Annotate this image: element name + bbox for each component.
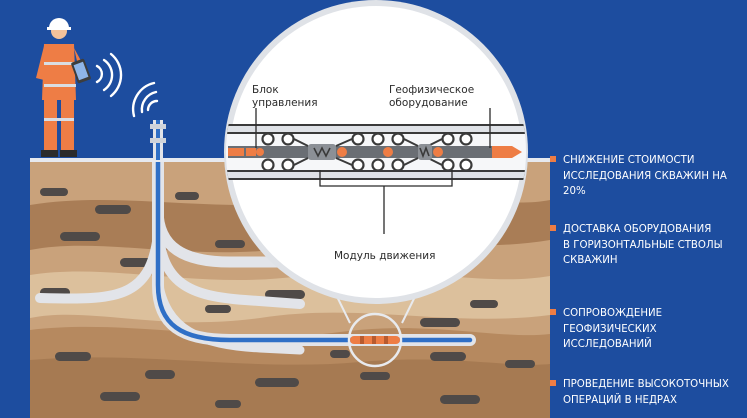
bullet-marker <box>550 225 556 231</box>
benefits-list: Снижение стоимости исследования скважин … <box>550 0 747 418</box>
bullet-marker <box>550 309 556 315</box>
rock-layer <box>40 188 535 408</box>
wellhead-icon <box>150 120 166 160</box>
label-geophysical-equipment: Геофизическое оборудование <box>389 84 475 109</box>
downhole-tractor-icon <box>347 312 403 368</box>
bullet-marker <box>550 156 556 162</box>
tablet-icon <box>71 58 91 84</box>
worker-icon <box>36 18 86 157</box>
wellbore-branches <box>35 160 476 355</box>
wifi-signal-icon <box>132 81 159 118</box>
label-control-unit: Блок управления <box>252 84 318 109</box>
wifi-signal-icon <box>95 52 123 98</box>
tool-string <box>228 132 522 172</box>
magnified-view <box>224 0 528 304</box>
leader-lines <box>255 108 491 234</box>
bullet-marker <box>550 380 556 386</box>
label-movement-module: Модуль движения <box>334 250 436 262</box>
